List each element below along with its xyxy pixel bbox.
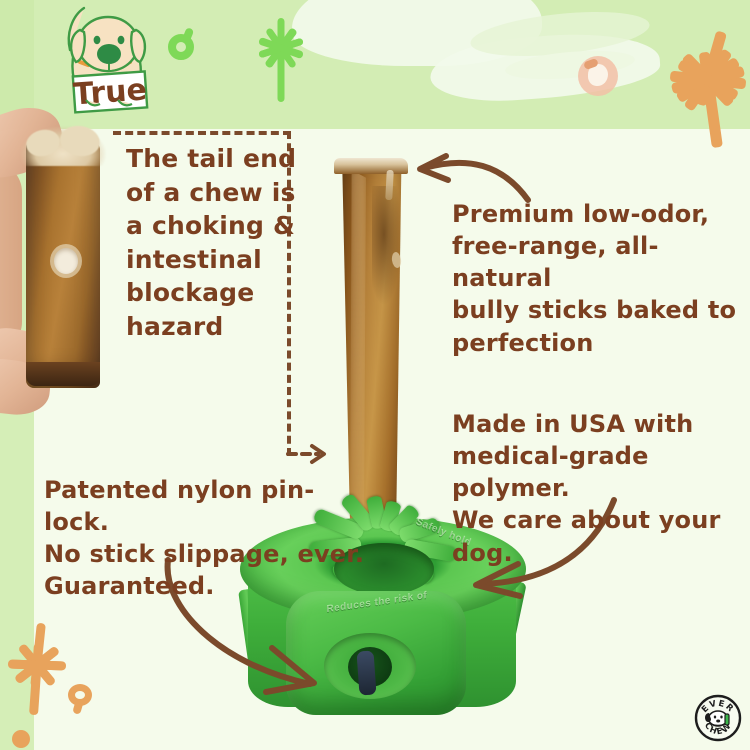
holder-stick-bore [334, 543, 434, 595]
callout-tail-end-hazard: The tail end of a chew is a choking & in… [126, 144, 297, 341]
arrow-to-pin-lock [158, 556, 358, 696]
orange-starburst-doodle [660, 20, 750, 149]
dog-mascot-logo: True [52, 4, 166, 120]
chew-stub-bottom [26, 362, 100, 386]
photo-hand-holding-chew-stub [0, 98, 132, 438]
brand-badge-everchew: EVER CHEW [694, 694, 742, 742]
peach-spiral-doodle [578, 56, 618, 96]
green-starburst-doodle [248, 8, 314, 102]
bully-stick-cut-top [334, 158, 408, 174]
dashed-pointer-arrow [286, 442, 336, 466]
orange-starburst-doodle-bottom [4, 620, 70, 716]
orange-dot-doodle [12, 730, 30, 748]
dashed-callout-box [113, 131, 291, 456]
nylon-pin [356, 650, 377, 696]
chew-stub-frayed-end [20, 126, 106, 166]
callout-premium-bully-sticks: Premium low-odor, free-range, all-natura… [452, 200, 737, 357]
orange-comma-doodle [68, 684, 98, 716]
arrow-to-stick-top [410, 148, 531, 208]
bully-stick-highlight [350, 170, 366, 560]
bully-stick-shading [372, 186, 402, 306]
mascot-sign-text: True [72, 72, 148, 112]
arrow-to-holder-side [462, 496, 622, 599]
callout-patented-pin-lock: Patented nylon pin-lock. No stick slippa… [44, 476, 365, 601]
green-spiral-doodle [168, 27, 202, 62]
chew-stub-pin-hole [54, 248, 78, 274]
callout-made-in-usa: Made in USA with medical-grade polymer. … [452, 410, 721, 567]
